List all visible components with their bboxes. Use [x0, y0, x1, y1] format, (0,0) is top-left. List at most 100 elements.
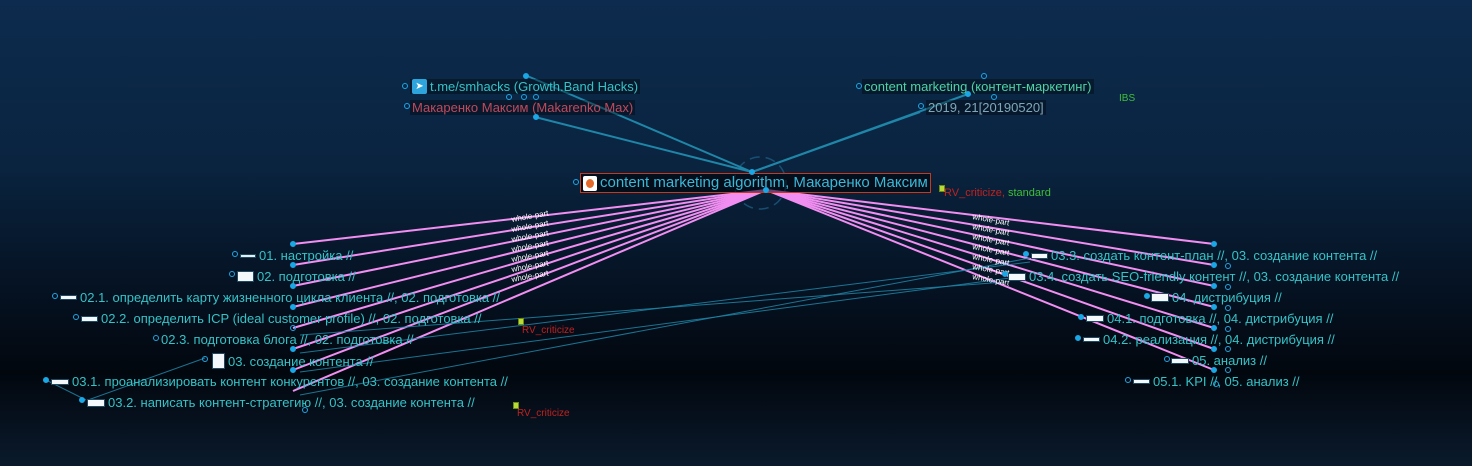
left-node-3[interactable]: 02.1. определить карту жизненного цикла …: [60, 290, 500, 305]
author-node[interactable]: Макаренко Максим (Makarenko Max): [410, 100, 636, 115]
connector-dot[interactable]: [1211, 262, 1217, 268]
connector-dot[interactable]: [402, 83, 408, 89]
center-node[interactable]: content marketing algorithm, Макаренко М…: [580, 173, 931, 193]
link-right-3: [765, 189, 1215, 287]
connector-dot[interactable]: [229, 271, 235, 277]
right-node-3[interactable]: 04. дистрибуция //: [1151, 290, 1282, 305]
connector-dot[interactable]: [1075, 335, 1081, 341]
right-node-6[interactable]: 05. анализ //: [1171, 353, 1267, 368]
document-icon: [583, 175, 597, 191]
center-tag-criticize: RV_criticize: [944, 187, 1002, 199]
connector-dot[interactable]: [1144, 293, 1150, 299]
connector-dot[interactable]: [290, 325, 296, 331]
cross-link-6: [87, 357, 206, 401]
right-node-5[interactable]: 04.2. реализация //, 04. дистрибуция //: [1083, 332, 1335, 347]
connector-dot[interactable]: [749, 169, 755, 175]
connector-dot[interactable]: [763, 187, 769, 193]
connector-dot[interactable]: [43, 377, 49, 383]
connector-dot[interactable]: [1225, 263, 1231, 269]
thumbnail-icon: [1133, 379, 1150, 384]
link-right-4: [765, 189, 1215, 308]
source-node[interactable]: ➤ t.me/smhacks (Growth.Band Hacks): [410, 79, 641, 94]
center-tag-separator: ,: [1001, 187, 1008, 199]
date-node[interactable]: 2019, 21[20190520]: [926, 100, 1046, 115]
connector-dot[interactable]: [1211, 367, 1217, 373]
connector-dot[interactable]: [1002, 271, 1008, 277]
connector-dot[interactable]: [1078, 314, 1084, 320]
connector-dot[interactable]: [290, 304, 296, 310]
left-node-8[interactable]: 03.2. написать контент-стратегию //, 03.…: [87, 395, 475, 410]
left-node-7[interactable]: 03.1. проанализировать контент конкурент…: [51, 374, 508, 389]
connector-dot[interactable]: [533, 114, 539, 120]
connector-dot[interactable]: [1211, 304, 1217, 310]
topic-node[interactable]: content marketing (контент-маркетинг): [862, 79, 1094, 94]
right-node-2-label: 03.4. создать SEO-friendly контент //, 0…: [1029, 269, 1400, 284]
right-node-7-label: 05.1. KPI //, 05. анализ //: [1153, 374, 1300, 389]
thumbnail-icon: [240, 253, 256, 258]
right-node-1[interactable]: 03.3. создать контент-план //, 03. созда…: [1031, 248, 1377, 263]
right-node-7[interactable]: 05.1. KPI //, 05. анализ //: [1133, 374, 1300, 389]
connector-dot[interactable]: [232, 251, 238, 257]
right-node-2[interactable]: 03.4. создать SEO-friendly контент //, 0…: [1008, 269, 1399, 284]
link-right-2: [765, 189, 1215, 266]
connector-dot[interactable]: [1225, 367, 1231, 373]
connector-dot[interactable]: [1225, 326, 1231, 332]
center-node-label: content marketing algorithm, Макаренко М…: [600, 174, 928, 191]
connector-dot[interactable]: [506, 94, 512, 100]
left-node-6[interactable]: 03. создание контента //: [212, 353, 374, 369]
left-node-4-label: 02.2. определить ICP (ideal customer pro…: [101, 311, 482, 326]
connector-dot[interactable]: [1125, 377, 1131, 383]
connector-dot[interactable]: [991, 94, 997, 100]
link-left-6: [292, 189, 767, 350]
connector-dot[interactable]: [1211, 325, 1217, 331]
connector-dot[interactable]: [523, 73, 529, 79]
reference-links: [524, 74, 969, 173]
connector-dot[interactable]: [856, 83, 862, 89]
connector-dot[interactable]: [290, 367, 296, 373]
connector-dot[interactable]: [202, 356, 208, 362]
left-node-5[interactable]: 02.3. подготовка блога //, 02. подготовк…: [161, 332, 413, 347]
connector-dot[interactable]: [302, 407, 308, 413]
connector-dot[interactable]: [290, 241, 296, 247]
date-node-label: 2019, 21[20190520]: [928, 100, 1044, 115]
connector-dot[interactable]: [404, 103, 410, 109]
connector-dot[interactable]: [1225, 346, 1231, 352]
connector-dot[interactable]: [73, 314, 79, 320]
link-left-3: [292, 189, 767, 287]
left-node-8-tag: RV_criticize: [517, 408, 570, 419]
connector-dot[interactable]: [1225, 284, 1231, 290]
connector-dot[interactable]: [290, 262, 296, 268]
link-right-7: [765, 189, 1215, 371]
connector-dot[interactable]: [1225, 305, 1231, 311]
connector-dot[interactable]: [290, 346, 296, 352]
left-node-1[interactable]: 01. настройка //: [240, 248, 353, 263]
connector-dot[interactable]: [521, 94, 527, 100]
connector-dot[interactable]: [1211, 241, 1217, 247]
left-node-1-label: 01. настройка //: [259, 248, 354, 263]
connector-dot[interactable]: [1164, 356, 1170, 362]
link-date: [751, 111, 921, 173]
thumbnail-icon: [1171, 357, 1189, 364]
connector-dot[interactable]: [1211, 346, 1217, 352]
left-node-5-label: 02.3. подготовка блога //, 02. подготовк…: [161, 332, 414, 347]
connector-dot[interactable]: [153, 335, 159, 341]
left-node-6-label: 03. создание контента //: [228, 353, 374, 369]
connector-dot[interactable]: [533, 94, 539, 100]
left-node-2[interactable]: 02. подготовка //: [237, 269, 356, 284]
left-node-4[interactable]: 02.2. определить ICP (ideal customer pro…: [81, 311, 482, 326]
right-node-3-label: 04. дистрибуция //: [1172, 290, 1282, 305]
connector-dot[interactable]: [1211, 283, 1217, 289]
connector-dot[interactable]: [52, 293, 58, 299]
connector-dot[interactable]: [1213, 381, 1219, 387]
left-node-7-label: 03.1. проанализировать контент конкурент…: [72, 374, 508, 389]
left-node-4-tag: RV_criticize: [522, 325, 575, 336]
connector-dot[interactable]: [981, 73, 987, 79]
connector-dot[interactable]: [79, 397, 85, 403]
connector-dot[interactable]: [290, 283, 296, 289]
right-node-4[interactable]: 04.1. подготовка //, 04. дистрибуция //: [1086, 311, 1333, 326]
connector-dot[interactable]: [918, 103, 924, 109]
topic-node-label: content marketing (контент-маркетинг): [864, 79, 1092, 94]
connector-dot[interactable]: [965, 91, 971, 97]
connector-dot[interactable]: [1023, 251, 1029, 257]
connector-dot[interactable]: [573, 179, 579, 185]
